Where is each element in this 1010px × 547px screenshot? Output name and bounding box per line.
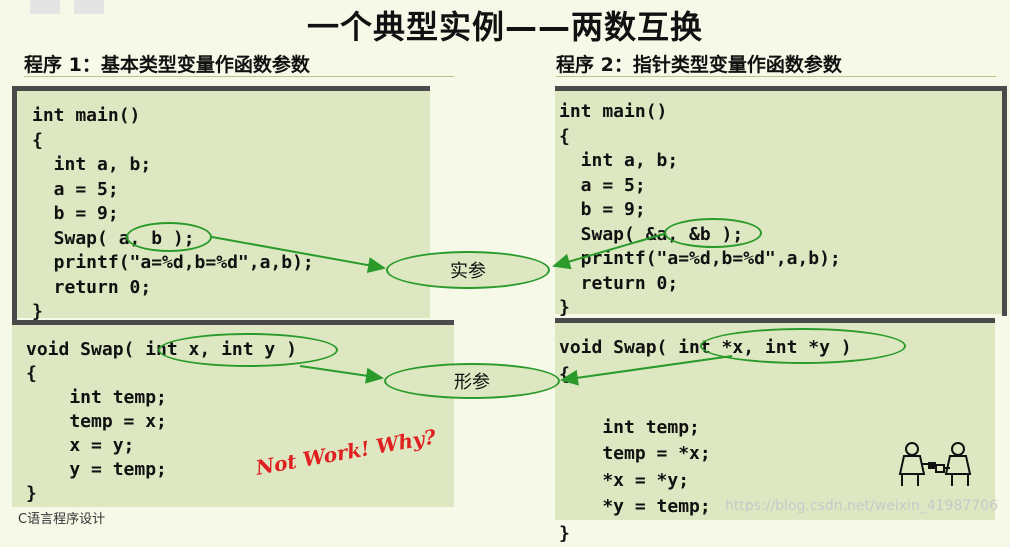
formal-params-label: 形参 — [454, 372, 490, 393]
arrow — [211, 236, 386, 274]
arrow — [552, 233, 665, 270]
connector-arrows — [211, 233, 733, 386]
program1-main-code: int main() { int a, b; a = 5; b = 9; Swa… — [32, 105, 314, 322]
program2-main-code: int main() { int a, b; a = 5; b = 9; Swa… — [559, 101, 841, 318]
program2-subtitle: 程序 2：指针类型变量作函数参数 — [556, 54, 842, 76]
slide-title: 一个典型实例——两数互换 — [306, 8, 703, 46]
program2-main-panel — [555, 88, 1005, 314]
panel-border — [12, 86, 430, 91]
actual-params-highlight — [126, 222, 212, 252]
actual-params-callout: 实参 — [386, 251, 550, 289]
actual-params-highlight — [664, 218, 762, 248]
formal-params-callout: 形参 — [384, 363, 560, 399]
program1-main-panel — [12, 88, 430, 318]
footer-course-name: C语言程序设计 — [18, 512, 106, 527]
people-exchange-icon — [898, 442, 972, 486]
formal-params-highlight — [158, 333, 338, 367]
panel-border — [12, 320, 454, 325]
subtitle-underline — [556, 76, 996, 77]
watermark-url: https://blog.csdn.net/weixin_41987706 — [724, 498, 998, 514]
slide: 一个典型实例——两数互换 程序 1：基本类型变量作函数参数 程序 2：指针类型变… — [12, 0, 1007, 544]
corner-decoration — [30, 0, 60, 14]
arrow — [560, 355, 733, 386]
program1-subtitle: 程序 1：基本类型变量作函数参数 — [24, 54, 310, 76]
panel-border — [1002, 86, 1007, 316]
arrow — [299, 365, 384, 384]
corner-decoration — [74, 0, 104, 14]
actual-params-label: 实参 — [450, 261, 486, 282]
formal-params-highlight — [700, 328, 906, 364]
panel-border — [12, 86, 17, 320]
panel-border — [555, 86, 1005, 91]
panel-border — [555, 318, 995, 323]
subtitle-underline — [24, 76, 454, 77]
